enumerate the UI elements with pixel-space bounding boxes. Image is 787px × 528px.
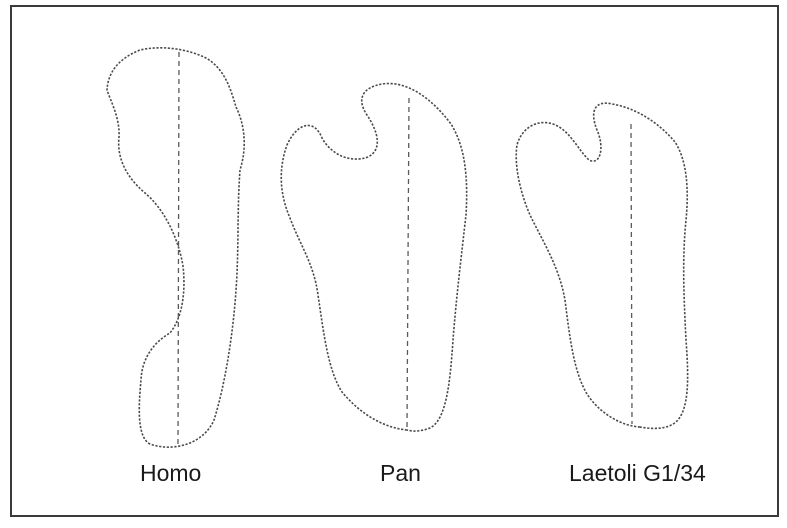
figure-frame xyxy=(11,6,778,516)
homo-label: Homo xyxy=(140,460,201,486)
pan-label: Pan xyxy=(380,460,421,486)
laetoli-label: Laetoli G1/34 xyxy=(569,460,706,486)
